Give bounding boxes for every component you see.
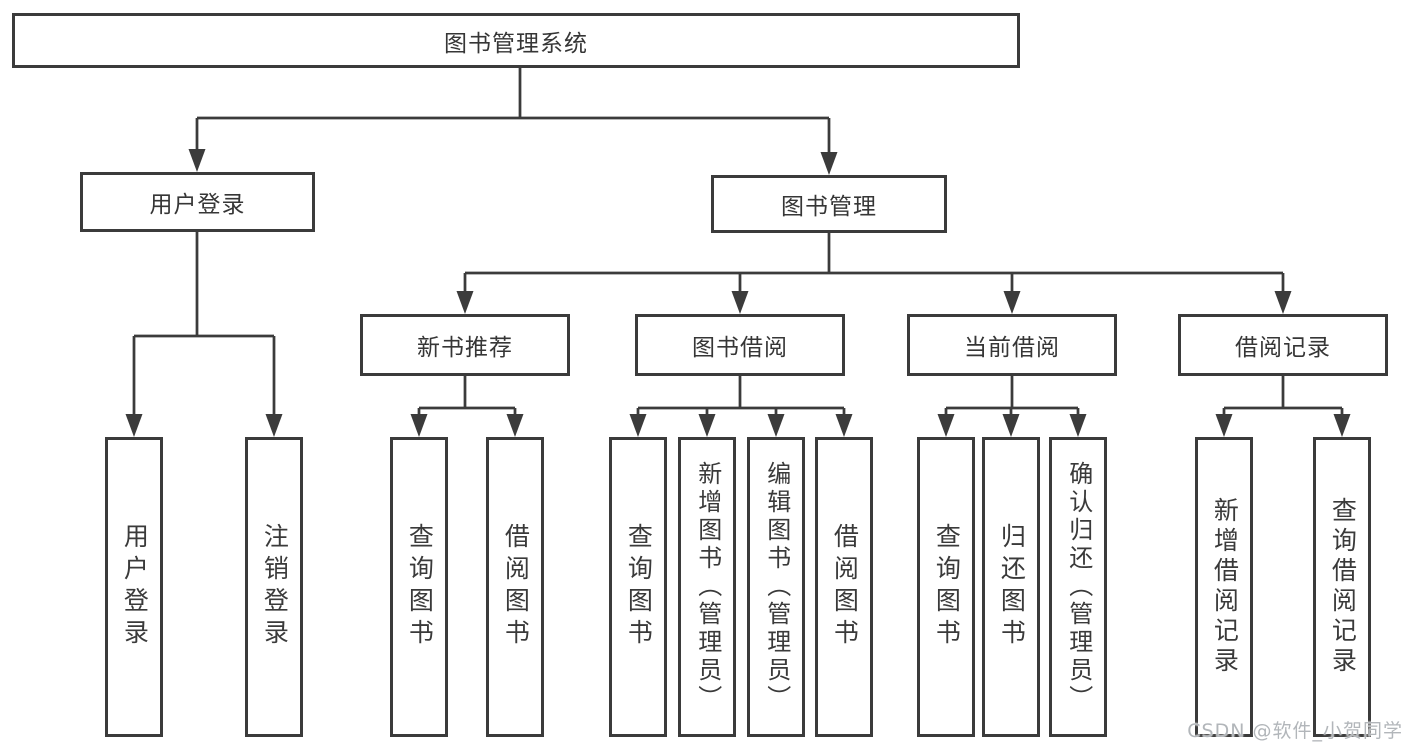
leaf-current-return: 归还图书	[982, 437, 1040, 737]
arrow-head	[1333, 414, 1351, 437]
leaf-newbook-query-label: 查询图书	[405, 523, 435, 651]
leaf-borrow-borrow: 借阅图书	[815, 437, 873, 737]
leaf-records-query-label: 查询借阅记录	[1328, 497, 1358, 677]
arrow-head	[410, 414, 428, 437]
arrow-head	[698, 414, 716, 437]
leaf-current-confirm: 确认归还（管理员）	[1049, 437, 1107, 737]
node-borrow-records: 借阅记录	[1178, 314, 1388, 376]
arrow-head	[456, 291, 474, 314]
arrow-head	[835, 414, 853, 437]
arrow-head	[188, 149, 206, 172]
leaf-borrow-add-label: 新增图书（管理员）	[693, 461, 722, 713]
leaf-current-query-label: 查询图书	[932, 523, 962, 651]
node-user-login-label: 用户登录	[149, 192, 246, 218]
leaf-current-confirm-label: 确认归还（管理员）	[1064, 461, 1093, 713]
arrow-head	[1069, 414, 1087, 437]
leaf-logout-label: 注销登录	[260, 523, 290, 651]
leaf-user-login: 用户登录	[105, 437, 163, 737]
arrow-head	[767, 414, 785, 437]
arrow-head	[629, 414, 647, 437]
leaf-newbook-borrow-label: 借阅图书	[501, 523, 531, 651]
node-user-login: 用户登录	[80, 172, 315, 232]
leaf-current-return-label: 归还图书	[997, 523, 1027, 651]
leaf-borrow-add: 新增图书（管理员）	[678, 437, 736, 737]
node-book-management: 图书管理	[711, 175, 947, 233]
node-book-borrow: 图书借阅	[635, 314, 845, 376]
leaf-current-query: 查询图书	[917, 437, 975, 737]
leaf-borrow-edit: 编辑图书（管理员）	[747, 437, 805, 737]
arrow-head	[1002, 414, 1020, 437]
node-current-borrow-label: 当前借阅	[964, 335, 1060, 361]
node-root-label: 图书管理系统	[444, 30, 588, 57]
leaf-records-query: 查询借阅记录	[1313, 437, 1371, 737]
leaf-logout: 注销登录	[245, 437, 303, 737]
arrow-head	[937, 414, 955, 437]
node-new-book-recommend: 新书推荐	[360, 314, 570, 376]
arrow-head	[1003, 291, 1021, 314]
watermark: CSDN @软件_小贺同学	[1187, 720, 1403, 742]
leaf-borrow-edit-label: 编辑图书（管理员）	[762, 461, 791, 713]
leaf-borrow-query-label: 查询图书	[624, 523, 654, 651]
leaf-records-add-label: 新增借阅记录	[1210, 497, 1240, 677]
leaf-newbook-borrow: 借阅图书	[486, 437, 544, 737]
node-new-book-recommend-label: 新书推荐	[417, 335, 513, 361]
arrow-head	[820, 152, 838, 175]
arrow-head	[1215, 414, 1233, 437]
arrow-head	[1274, 291, 1292, 314]
leaf-newbook-query: 查询图书	[390, 437, 448, 737]
arrow-head	[125, 414, 143, 437]
node-root: 图书管理系统	[12, 13, 1020, 68]
node-borrow-records-label: 借阅记录	[1235, 335, 1331, 361]
node-current-borrow: 当前借阅	[907, 314, 1117, 376]
leaf-records-add: 新增借阅记录	[1195, 437, 1253, 737]
node-book-borrow-label: 图书借阅	[692, 335, 788, 361]
leaf-borrow-query: 查询图书	[609, 437, 667, 737]
node-book-management-label: 图书管理	[781, 194, 877, 220]
arrow-head	[265, 414, 283, 437]
arrow-head	[731, 291, 749, 314]
leaf-user-login-label: 用户登录	[120, 523, 150, 651]
arrow-head	[506, 414, 524, 437]
leaf-borrow-borrow-label: 借阅图书	[830, 523, 860, 651]
